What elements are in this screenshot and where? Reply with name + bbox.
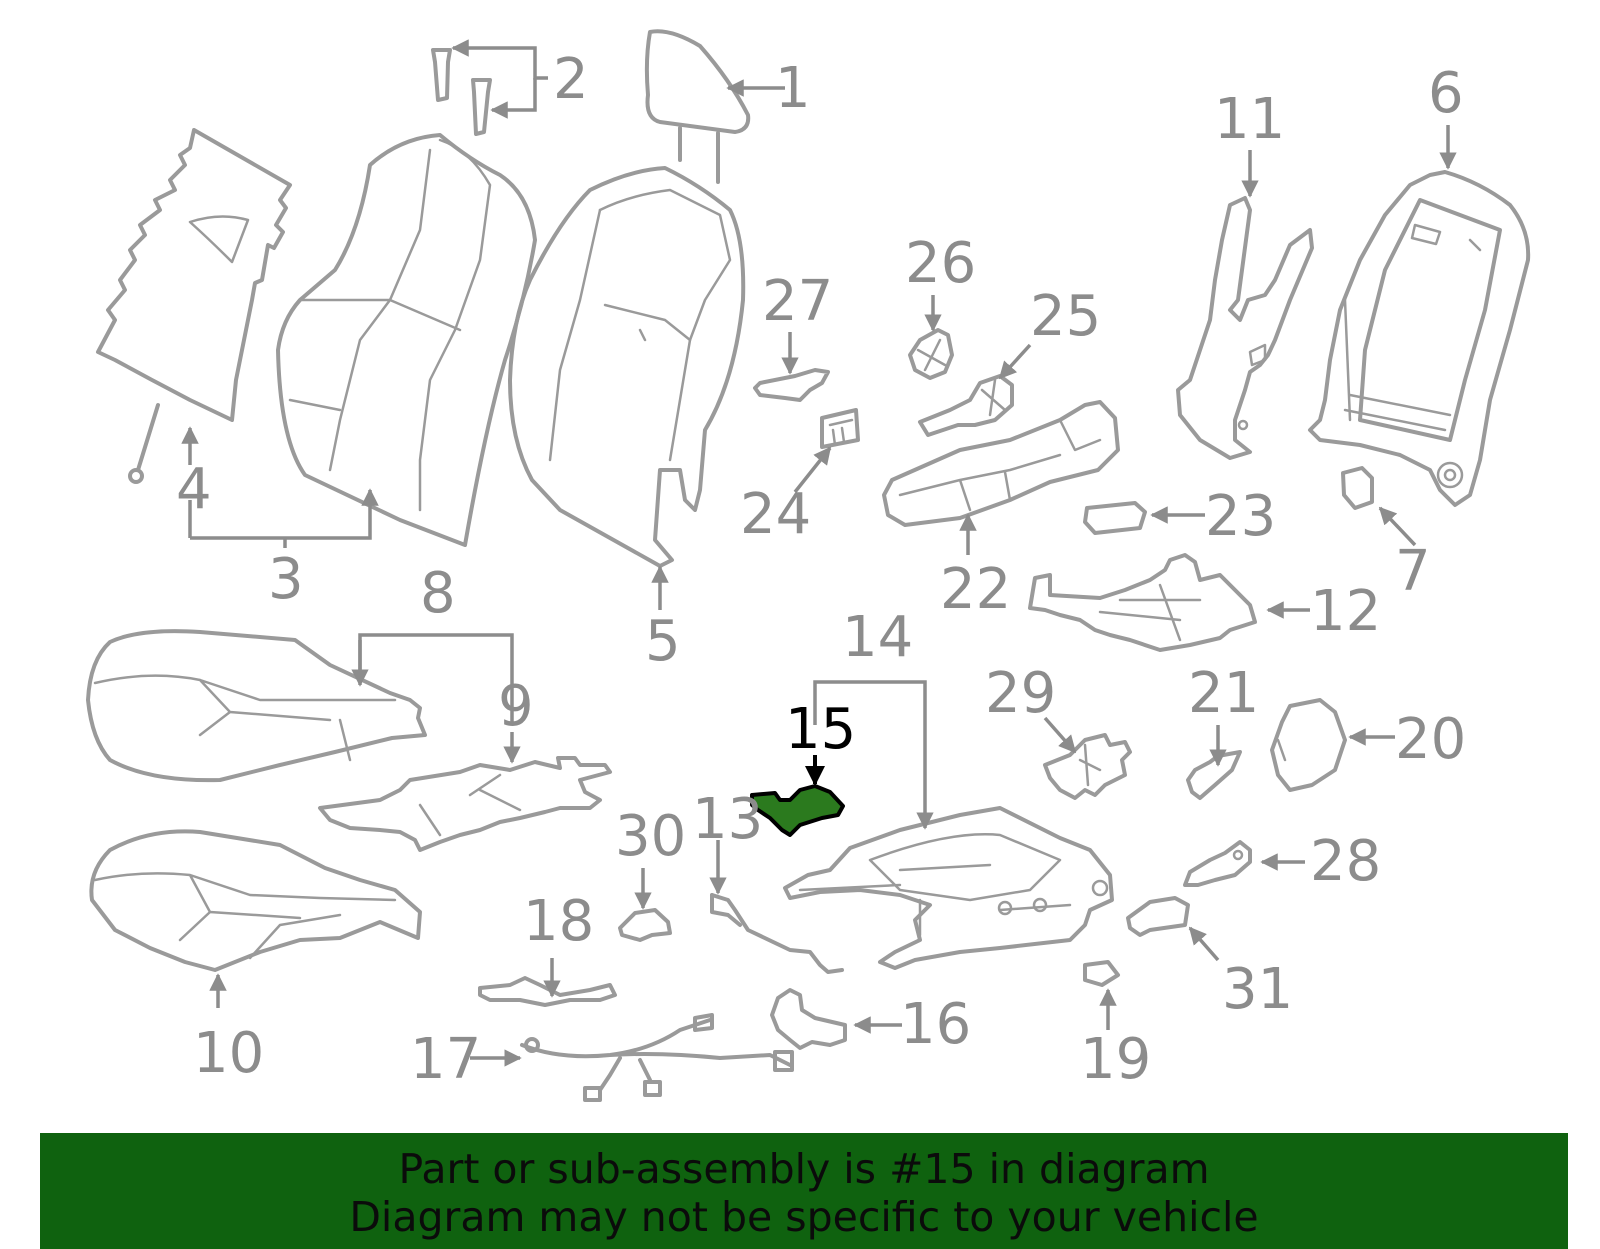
callout-26: 26 [905, 231, 976, 296]
callout-22: 22 [940, 557, 1011, 622]
callout-23: 23 [1205, 484, 1276, 549]
part-13-wire-rod [710, 893, 844, 974]
callout-21: 21 [1188, 661, 1259, 726]
callout-15: 15 [785, 697, 856, 762]
part-7-clip [1341, 466, 1374, 510]
callout-13: 13 [692, 787, 763, 852]
part-24-switch [820, 408, 860, 449]
part-25-knob [918, 374, 1014, 437]
callout-25: 25 [1030, 284, 1101, 349]
callout-2: 2 [553, 47, 589, 112]
callout-3: 3 [268, 547, 304, 612]
callout-9: 9 [498, 674, 534, 739]
callout-5: 5 [645, 609, 681, 674]
callout-30: 30 [615, 804, 686, 869]
part-4-heater-pad [96, 128, 292, 484]
part-30-cap [618, 908, 672, 942]
callout-10: 10 [193, 1021, 264, 1086]
part-6-seatback-frame [1308, 170, 1531, 507]
part-11-side-bracket [1176, 196, 1314, 460]
leader-lines [181, 39, 1457, 1067]
callout-18: 18 [523, 889, 594, 954]
part-5-seatback-pad [508, 166, 746, 568]
part-16-connector-bracket [770, 988, 847, 1050]
banner-line-1: Part or sub-assembly is #15 in diagram [398, 1145, 1210, 1193]
callout-16: 16 [900, 992, 971, 1057]
part-10-cushion-pad [89, 829, 422, 972]
part-21-clip [1186, 750, 1242, 800]
part-18-bracket [478, 976, 617, 1007]
part-8-cushion-cover [86, 629, 427, 783]
callout-17: 17 [410, 1027, 481, 1092]
callout-19: 19 [1080, 1027, 1151, 1092]
part-9-cushion-heater [318, 756, 612, 852]
part-15-highlighted [750, 784, 845, 837]
callout-11: 11 [1214, 87, 1285, 152]
callout-12: 12 [1310, 579, 1381, 644]
callout-31: 31 [1222, 957, 1293, 1022]
callout-28: 28 [1310, 829, 1381, 894]
part-27-clip [753, 368, 830, 402]
part-29-bracket [1043, 733, 1132, 800]
callout-29: 29 [985, 661, 1056, 726]
info-banner: Part or sub-assembly is #15 in diagram D… [40, 1133, 1568, 1249]
part-12-cushion-frame-plate [1028, 553, 1257, 652]
callout-1: 1 [775, 56, 811, 121]
callout-24: 24 [740, 482, 811, 547]
callout-6: 6 [1428, 61, 1464, 126]
part-31-bracket [1126, 896, 1190, 937]
part-19-cap [1083, 960, 1120, 987]
part-22-recliner-cover [882, 400, 1120, 527]
part-23-block [1083, 501, 1147, 535]
callout-27: 27 [762, 269, 833, 334]
callout-14: 14 [842, 605, 913, 670]
part-28-bracket [1183, 840, 1252, 887]
callout-labels: 1 2 3 4 5 6 7 8 9 10 11 12 13 14 15 16 1… [176, 47, 1466, 1092]
part-26-knob-cap [908, 328, 954, 380]
callout-7: 7 [1395, 539, 1431, 604]
part-20-shield-cover [1270, 698, 1347, 792]
part-1-headrest [644, 29, 751, 184]
part-3-seatback-cover [276, 133, 537, 547]
part-17-wire-harness [520, 1013, 794, 1102]
part-14-seat-adjuster [783, 806, 1114, 970]
callout-8: 8 [420, 561, 456, 626]
callout-20: 20 [1395, 707, 1466, 772]
callout-4: 4 [176, 457, 212, 522]
banner-line-2: Diagram may not be specific to your vehi… [349, 1193, 1259, 1241]
part-2-headrest-guides [431, 48, 492, 136]
